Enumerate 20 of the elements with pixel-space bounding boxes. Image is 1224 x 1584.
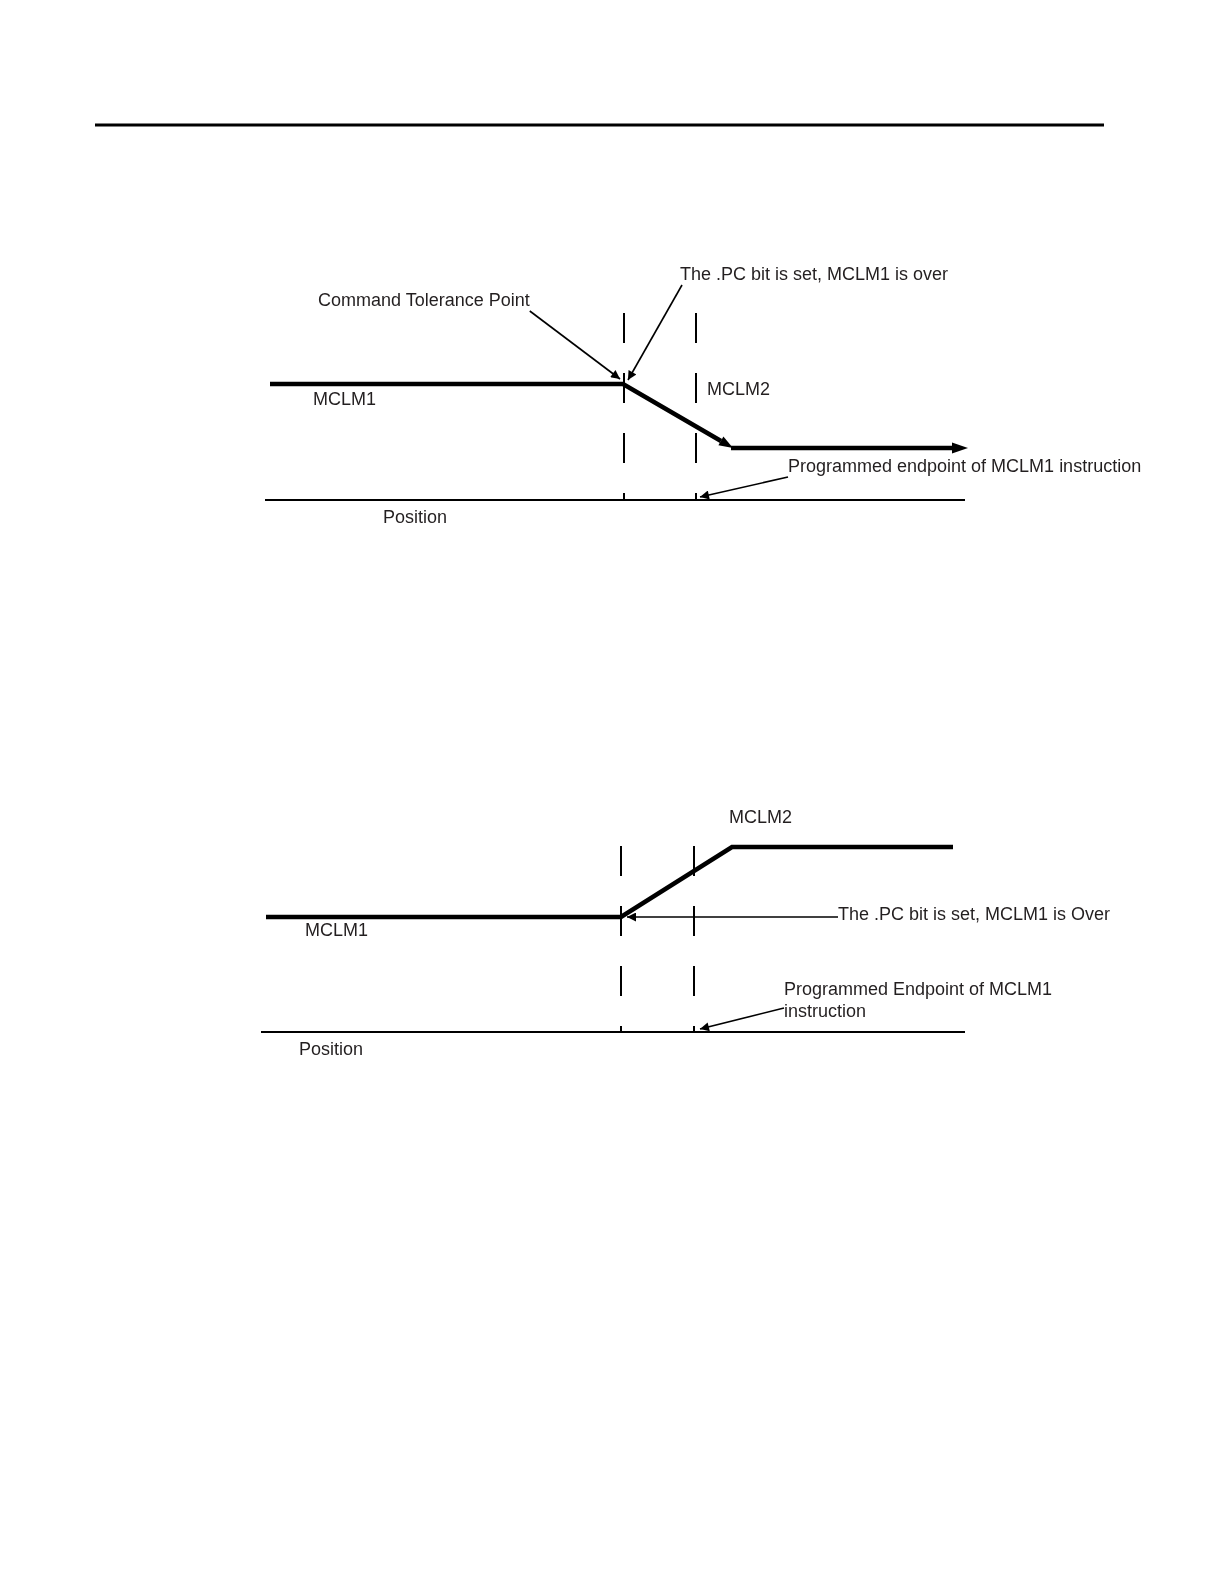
curve-label: MCLM1 [313, 388, 376, 410]
position-axis [264, 492, 966, 501]
callout-text: The .PC bit is set, MCLM1 is Over [838, 903, 1111, 925]
axis-label: Position [299, 1038, 364, 1060]
leader-line [627, 284, 683, 381]
leader-line [699, 476, 789, 500]
motion-profile [270, 381, 968, 454]
leader-line [529, 310, 621, 380]
leader-line [699, 1007, 785, 1032]
callout-text: Command Tolerance Point [318, 289, 530, 311]
motion-profile [266, 844, 953, 920]
curve-label: MCLM1 [305, 919, 368, 941]
position-axis [260, 1025, 966, 1033]
curve-label: MCLM2 [707, 378, 770, 400]
callout-text: Programmed endpoint of MCLM1 instruction [788, 455, 1142, 477]
curve-label: MCLM2 [729, 806, 792, 828]
callout-text: The .PC bit is set, MCLM1 is over [680, 263, 949, 285]
axis-label: Position [383, 506, 448, 528]
callout-text: Programmed Endpoint of MCLM1 instruction [784, 978, 1074, 1022]
leader-line [626, 912, 839, 922]
